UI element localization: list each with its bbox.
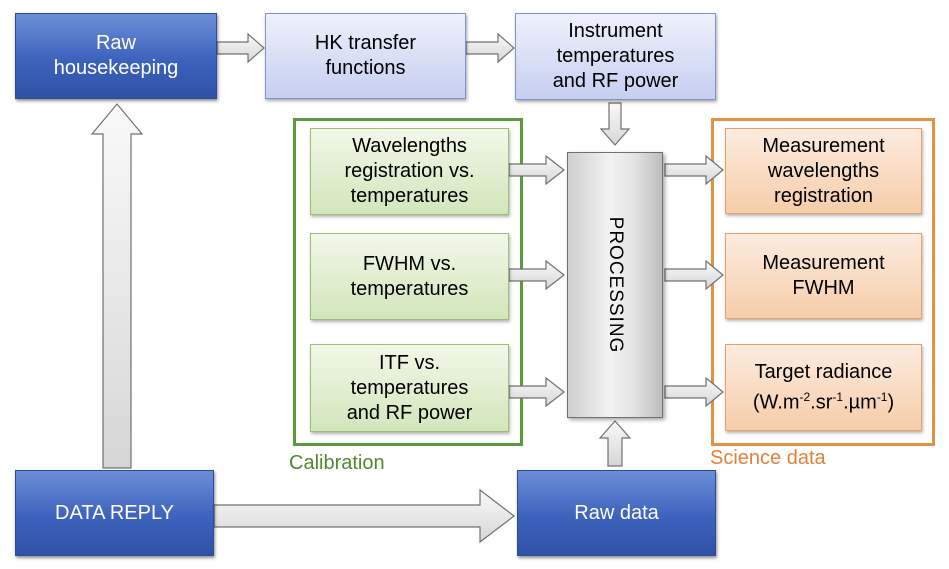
processing-block: PROCESSING — [567, 152, 663, 418]
arrow-datareply-to-housekeeping — [90, 103, 144, 469]
target-radiance-unit: (W.m-2.sr-1.µm-1) — [752, 389, 895, 414]
target-radiance-title: Target radiance — [754, 360, 893, 383]
science-data-label: Science data — [710, 447, 826, 469]
processing-label: PROCESSING — [605, 216, 626, 354]
arrow-rawdata-to-processing — [598, 420, 632, 467]
arrow-processing-to-wavelengths — [664, 154, 724, 186]
arrow-instrument-to-processing — [599, 102, 631, 146]
science-wavelengths-box: Measurement wavelengths registration — [725, 128, 922, 214]
arrow-housekeeping-to-hk — [216, 32, 265, 64]
science-fwhm-box: Measurement FWHM — [725, 233, 922, 319]
instrument-temperatures-box: Instrument temperatures and RF power — [515, 13, 716, 100]
raw-housekeeping-box: Raw housekeeping — [15, 13, 217, 99]
science-target-radiance-box: Target radiance (W.m-2.sr-1.µm-1) — [725, 344, 922, 431]
calibration-wavelengths-box: Wavelengths registration vs. temperature… — [310, 128, 509, 215]
arrow-wavelengths-to-processing — [508, 154, 565, 186]
arrow-processing-to-fwhm — [664, 259, 724, 291]
arrow-processing-to-radiance — [664, 376, 724, 408]
arrow-fwhm-to-processing — [508, 259, 565, 291]
arrow-itf-to-processing — [508, 376, 565, 408]
calibration-group — [293, 118, 523, 446]
data-reply-box: DATA REPLY — [15, 470, 214, 556]
calibration-itf-box: ITF vs. temperatures and RF power — [310, 344, 509, 432]
raw-data-box: Raw data — [517, 470, 716, 556]
calibration-label: Calibration — [289, 452, 385, 474]
hk-transfer-functions-box: HK transfer functions — [265, 13, 466, 99]
calibration-fwhm-box: FWHM vs. temperatures — [310, 233, 509, 320]
arrow-hk-to-instrument — [465, 32, 515, 64]
arrow-datareply-to-rawdata — [213, 488, 515, 544]
